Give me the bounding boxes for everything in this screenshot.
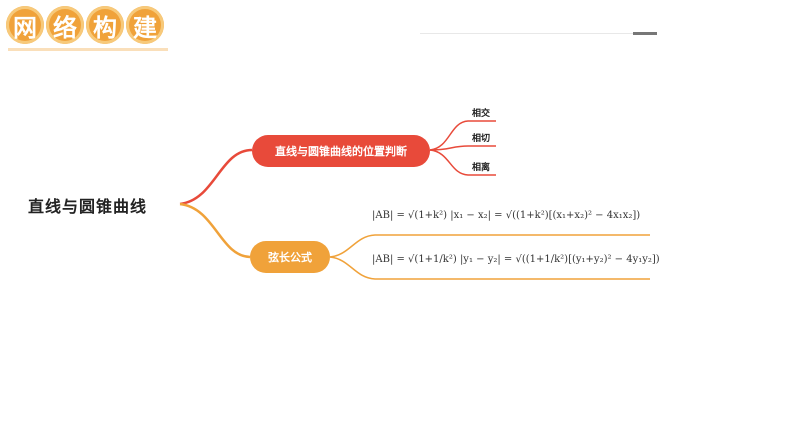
title-char: 络: [46, 6, 84, 44]
connector-formula-1: [329, 234, 650, 258]
connector-leaf-1: [429, 120, 496, 151]
section-title: 网 络 构 建: [6, 6, 164, 44]
chord-formula-y: |AB| = √(1+1/k²) |y₁ − y₂| = √((1+1/k²)[…: [372, 254, 660, 265]
connector-leaf-3: [429, 149, 496, 176]
chord-formula-x: |AB| = √(1+k²) |x₁ − x₂| = √((1+k²)[(x₁+…: [372, 210, 641, 221]
connector-root-red: [179, 148, 253, 206]
branch-position-judgement: 直线与圆锥曲线的位置判断: [252, 135, 430, 167]
branch-chord-length: 弦长公式: [250, 241, 330, 273]
connector-formula-2: [329, 256, 650, 280]
leaf-intersect: 相交: [472, 109, 491, 119]
title-char: 构: [86, 6, 124, 44]
connector-leaf-2: [429, 145, 496, 151]
title-char: 网: [6, 6, 44, 44]
leaf-separate: 相离: [472, 163, 491, 173]
title-char: 建: [126, 6, 164, 44]
connector-root-orange: [179, 202, 251, 259]
root-node: 直线与圆锥曲线: [28, 197, 148, 216]
header-dash: [633, 32, 657, 35]
leaf-tangent: 相切: [472, 134, 491, 144]
header-divider: [420, 33, 656, 34]
title-underline: [8, 48, 168, 51]
